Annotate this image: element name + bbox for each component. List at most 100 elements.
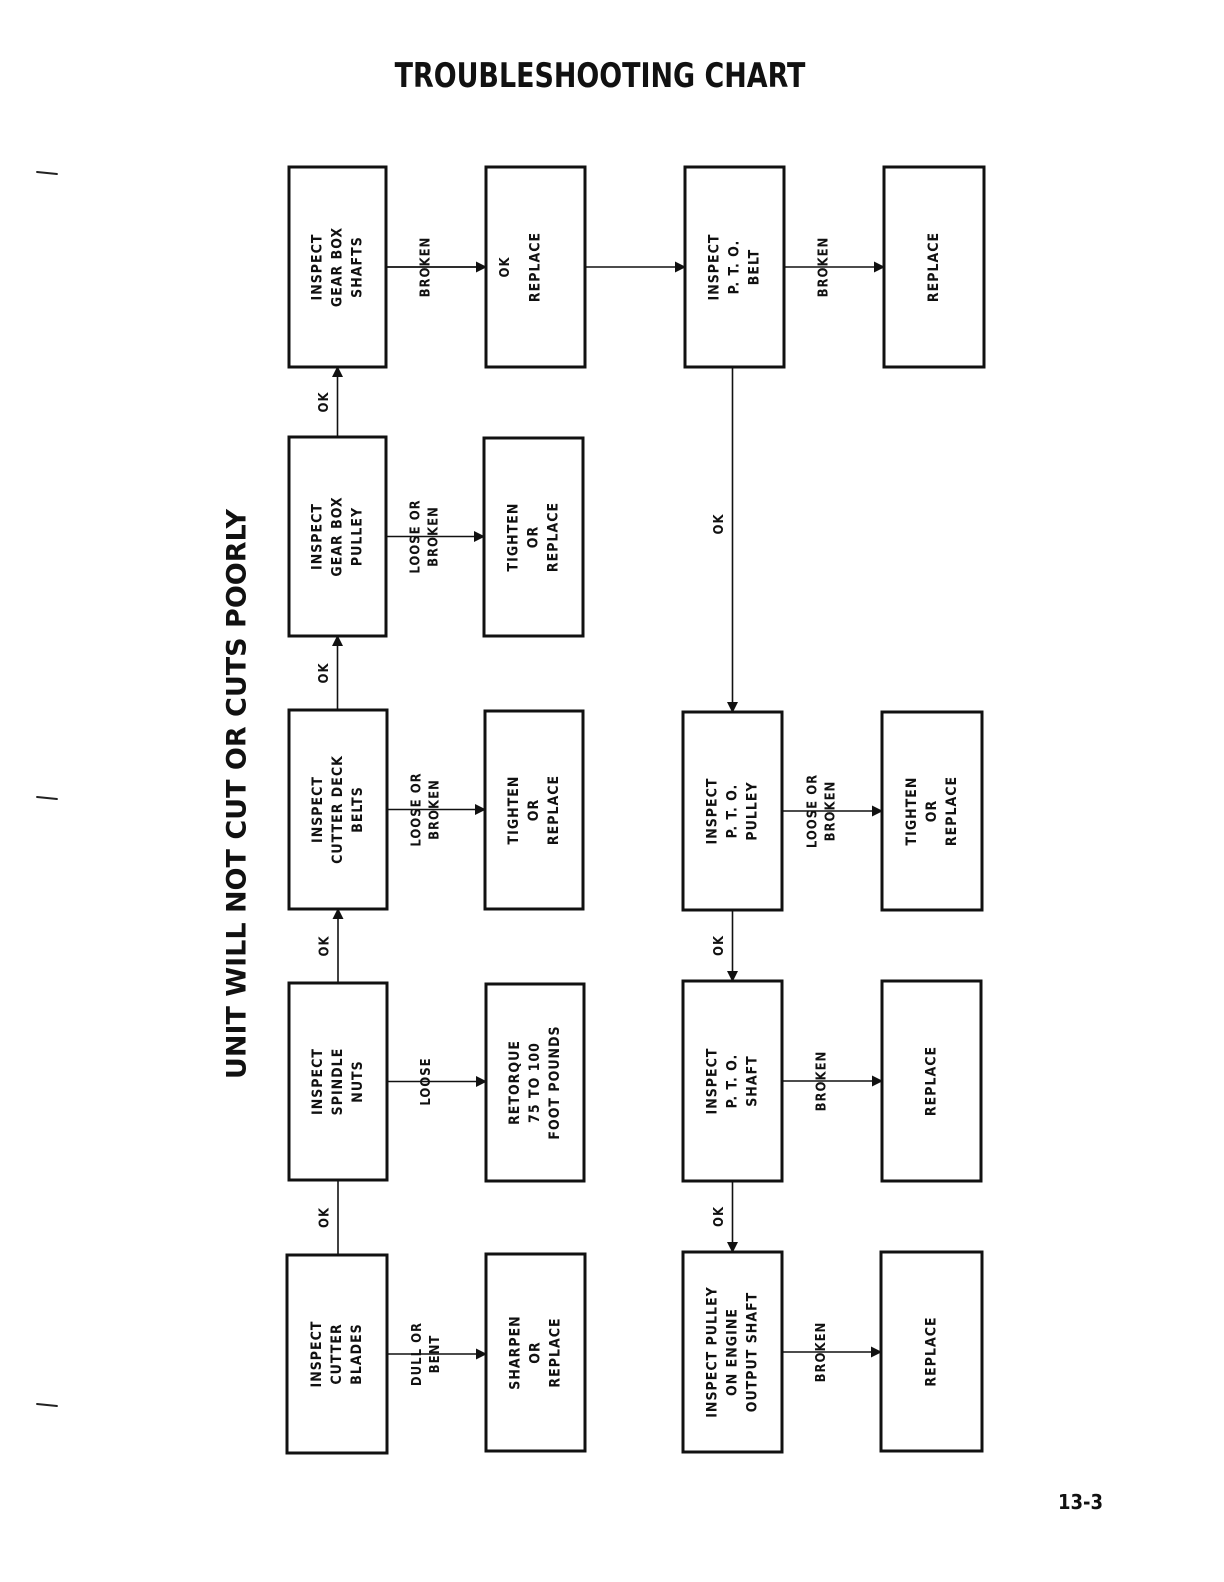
node-replace-3 bbox=[880, 979, 983, 1183]
node-label-tighten-or-replace-2-line: OR bbox=[526, 526, 542, 548]
edge-label-inspect-pto-pulley-to-inspect-pto-shaft-line: OK bbox=[712, 935, 727, 956]
edge-label-inspect-cutter-deck-belts-to-inspect-gear-box-pulley-line: OK bbox=[317, 662, 332, 683]
node-label-retorque-line: RETORQUE bbox=[507, 1040, 523, 1125]
node-inspect-spindle-nuts bbox=[287, 981, 389, 1182]
edge-label-inspect-pto-belt-to-inspect-pto-pulley-line: OK bbox=[712, 513, 727, 534]
edge-label-inspect-pto-pulley-to-tighten-or-replace-3-line: BROKEN bbox=[824, 781, 839, 842]
node-label-replace-4-line: REPLACE bbox=[924, 1316, 940, 1386]
edge-label-inspect-gear-box-pulley-to-tighten-or-replace-2-line: BROKEN bbox=[427, 506, 442, 567]
edge-label-inspect-spindle-nuts-to-retorque: LOOSE bbox=[419, 1057, 434, 1105]
node-label-replace-2: REPLACE bbox=[926, 232, 942, 302]
edge-label-inspect-pto-shaft-to-replace-3-line: BROKEN bbox=[815, 1051, 830, 1112]
node-label-inspect-pto-shaft-line: SHAFT bbox=[745, 1055, 761, 1107]
node-replace-1 bbox=[484, 165, 587, 369]
node-label-tighten-or-replace-2-line: REPLACE bbox=[546, 502, 562, 572]
node-label-inspect-pto-shaft-line: P. T. O. bbox=[725, 1054, 741, 1109]
node-label-inspect-pulley-engine-output-shaft-line: OUTPUT SHAFT bbox=[745, 1292, 761, 1413]
node-label-replace-4: REPLACE bbox=[924, 1316, 940, 1386]
node-label-inspect-spindle-nuts-line: NUTS bbox=[350, 1060, 366, 1102]
edge-label-inspect-pulley-engine-output-shaft-to-replace-4-line: BROKEN bbox=[814, 1322, 829, 1383]
node-label-replace-3: REPLACE bbox=[924, 1046, 940, 1116]
node-label-replace-2-line: REPLACE bbox=[926, 232, 942, 302]
edge-label-inspect-gear-box-pulley-to-inspect-gear-box-shafts-line: OK bbox=[317, 391, 332, 412]
edge-label-inspect-cutter-deck-belts-to-inspect-gear-box-pulley: OK bbox=[317, 662, 332, 683]
node-label-inspect-spindle-nuts-line: SPINDLE bbox=[330, 1048, 346, 1116]
node-inspect-gear-box-shafts bbox=[287, 165, 388, 369]
node-tighten-or-replace-2 bbox=[482, 436, 585, 638]
node-label-inspect-cutter-blades-line: CUTTER bbox=[329, 1323, 345, 1384]
node-label-retorque-line: FOOT POUNDS bbox=[547, 1025, 563, 1139]
edge-label-inspect-gear-box-shafts-to-inspect-pto-belt: OK bbox=[498, 256, 513, 277]
node-label-inspect-pto-shaft-line: INSPECT bbox=[705, 1048, 721, 1115]
node-inspect-pto-pulley bbox=[681, 710, 784, 912]
node-label-sharpen-or-replace-line: SHARPEN bbox=[508, 1315, 524, 1389]
node-label-replace-1-line: REPLACE bbox=[528, 232, 544, 302]
node-label-tighten-or-replace-2-line: TIGHTEN bbox=[506, 503, 522, 572]
node-label-inspect-gear-box-shafts-line: SHAFTS bbox=[350, 236, 366, 298]
node-label-inspect-gear-box-pulley-line: GEAR BOX bbox=[330, 496, 346, 576]
node-label-inspect-pto-belt-line: P. T. O. bbox=[727, 240, 743, 295]
edge-label-inspect-pto-belt-to-replace-2: BROKEN bbox=[817, 237, 832, 298]
edge-label-inspect-pto-belt-to-replace-2-line: BROKEN bbox=[817, 237, 832, 298]
page-title: TROUBLESHOOTING CHART bbox=[394, 56, 806, 96]
edge-label-inspect-pto-belt-to-inspect-pto-pulley: OK bbox=[712, 513, 727, 534]
edge-label-inspect-pto-shaft-to-inspect-pulley-engine-output-shaft: OK bbox=[712, 1206, 727, 1227]
edge-label-inspect-cutter-blades-to-inspect-spindle-nuts: OK bbox=[318, 1207, 333, 1228]
node-label-tighten-or-replace-1-line: REPLACE bbox=[546, 775, 562, 845]
node-replace-4 bbox=[879, 1250, 984, 1453]
edge-label-inspect-spindle-nuts-to-inspect-cutter-deck-belts: OK bbox=[318, 935, 333, 956]
node-label-tighten-or-replace-1-line: OR bbox=[526, 799, 542, 821]
node-inspect-pto-belt bbox=[683, 165, 786, 369]
node-label-inspect-pulley-engine-output-shaft-line: INSPECT PULLEY bbox=[705, 1286, 721, 1418]
node-label-inspect-spindle-nuts-line: INSPECT bbox=[310, 1048, 326, 1115]
node-label-replace-1: REPLACE bbox=[528, 232, 544, 302]
node-replace-2 bbox=[882, 165, 986, 369]
node-label-inspect-pto-pulley-line: INSPECT bbox=[705, 778, 721, 845]
edge-label-inspect-gear-box-shafts-to-replace-1-line: BROKEN bbox=[419, 237, 434, 298]
node-label-inspect-cutter-deck-belts-line: INSPECT bbox=[310, 776, 326, 843]
node-label-tighten-or-replace-3-line: OR bbox=[924, 800, 940, 822]
node-label-tighten-or-replace-3-line: REPLACE bbox=[944, 776, 960, 846]
edge-label-inspect-spindle-nuts-to-retorque-line: LOOSE bbox=[419, 1057, 434, 1105]
edge-label-inspect-spindle-nuts-to-inspect-cutter-deck-belts-line: OK bbox=[318, 935, 333, 956]
edge-label-inspect-cutter-deck-belts-to-tighten-or-replace-1-line: BROKEN bbox=[428, 779, 443, 840]
node-inspect-cutter-blades bbox=[285, 1253, 389, 1455]
node-label-inspect-gear-box-shafts-line: INSPECT bbox=[310, 234, 326, 301]
edge-label-inspect-gear-box-shafts-to-replace-1: BROKEN bbox=[419, 237, 434, 298]
node-tighten-or-replace-1 bbox=[483, 709, 585, 911]
node-label-sharpen-or-replace-line: OR bbox=[528, 1341, 544, 1363]
edge-label-inspect-pto-shaft-to-replace-3: BROKEN bbox=[815, 1051, 830, 1112]
node-sharpen-or-replace bbox=[484, 1252, 587, 1453]
node-label-inspect-pto-belt-line: BELT bbox=[747, 249, 763, 286]
node-label-tighten-or-replace-3-line: TIGHTEN bbox=[904, 777, 920, 846]
node-label-retorque-line: 75 TO 100 bbox=[527, 1042, 543, 1123]
node-label-replace-3-line: REPLACE bbox=[924, 1046, 940, 1116]
node-label-inspect-gear-box-shafts-line: GEAR BOX bbox=[330, 227, 346, 307]
node-label-inspect-gear-box-pulley-line: INSPECT bbox=[310, 503, 326, 570]
node-label-sharpen-or-replace-line: REPLACE bbox=[548, 1317, 564, 1387]
node-inspect-cutter-deck-belts bbox=[287, 708, 389, 911]
node-inspect-pto-shaft bbox=[681, 979, 784, 1183]
node-label-inspect-pto-pulley-line: PULLEY bbox=[745, 781, 761, 840]
node-inspect-gear-box-pulley bbox=[287, 435, 388, 638]
page-number: 13-3 bbox=[1058, 1490, 1104, 1514]
edge-label-inspect-gear-box-pulley-to-inspect-gear-box-shafts: OK bbox=[317, 391, 332, 412]
edge-label-inspect-pto-shaft-to-inspect-pulley-engine-output-shaft-line: OK bbox=[712, 1206, 727, 1227]
node-label-inspect-cutter-deck-belts-line: BELTS bbox=[350, 786, 366, 833]
node-inspect-pulley-engine-output-shaft bbox=[681, 1250, 784, 1454]
